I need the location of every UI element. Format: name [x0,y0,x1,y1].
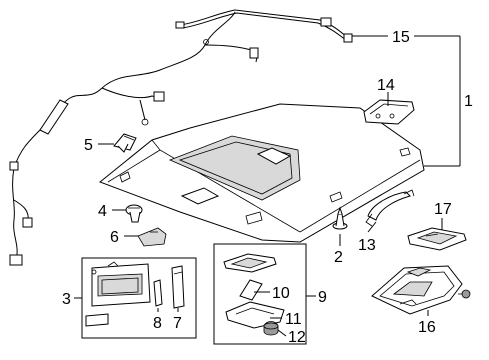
callout-5: 5 [84,137,93,154]
retainer-2 [332,206,348,230]
callout-3: 3 [62,291,71,308]
roof-bracket-14 [363,99,415,125]
callout-11: 11 [285,311,302,328]
sunvisor-group-box [81,257,197,339]
callout-10: 10 [272,285,290,302]
wiring-harness [9,9,353,266]
callout-16: 16 [418,319,436,336]
overhead-console-16 [371,265,471,315]
callout-12: 12 [288,329,306,346]
callout-6: 6 [110,229,119,246]
callout-7: 7 [173,315,182,332]
leader-lines [74,35,461,337]
callout-9: 9 [318,289,327,306]
cover-6 [137,227,167,247]
callout-14: 14 [377,77,395,94]
callout-1: 1 [464,93,473,110]
callout-13: 13 [358,237,376,254]
clip-4 [125,204,143,223]
push-pin-5 [113,133,137,153]
lamp-group-box [213,243,307,345]
grab-handle-13 [365,189,415,227]
dome-lamp-17 [407,227,467,251]
callout-17: 17 [434,201,452,218]
callout-labels: 15 1 14 5 4 6 2 13 17 16 3 8 7 10 11 12 … [62,29,473,346]
callout-2: 2 [334,249,343,266]
callout-15: 15 [392,29,410,46]
callout-4: 4 [98,203,107,220]
callout-8: 8 [153,315,162,332]
headliner-panel [99,103,425,243]
